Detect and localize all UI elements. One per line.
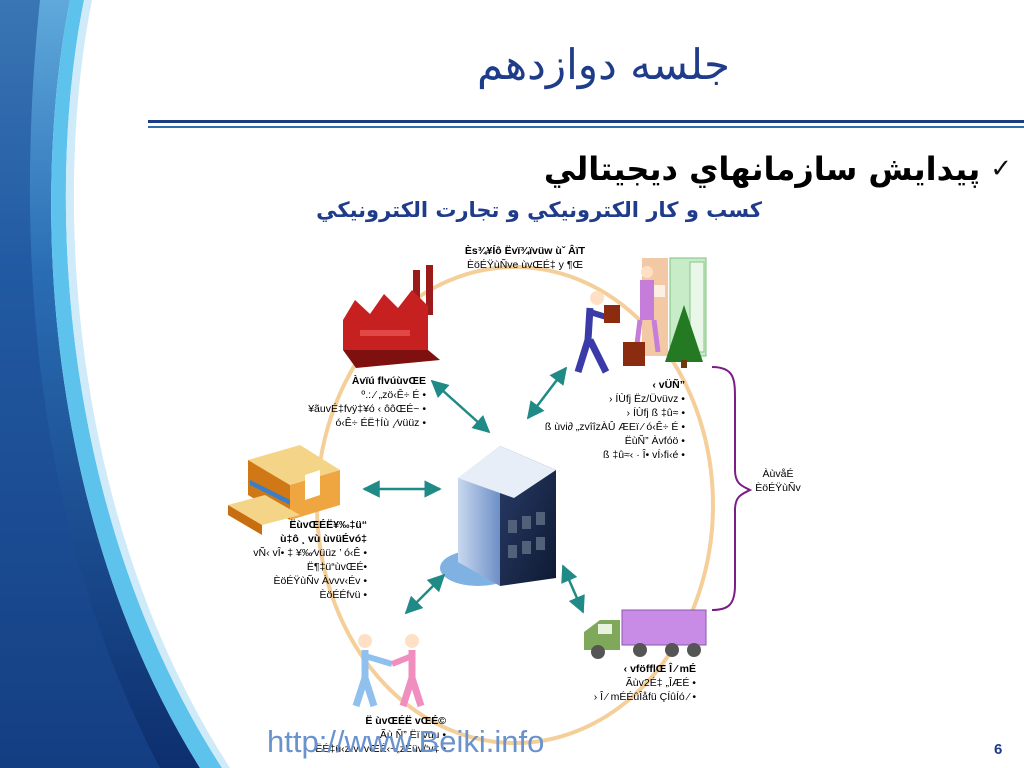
label-bottom-right-head: ‹ vföfflŒ Î ⁄ mÉ <box>623 663 696 675</box>
label-right-top-line-0: › ÍÙfj Ëz/Üvüvz • <box>608 393 685 405</box>
check-mark-icon: ✓ <box>990 154 1012 184</box>
warehouse-icon <box>228 445 340 535</box>
store-customer-icon <box>574 257 707 374</box>
title-rule-secondary <box>148 126 1024 128</box>
label-bottom-left-line-0: Ãù Ñ” Ëï vüu • <box>379 729 446 741</box>
title-rule <box>148 120 1024 123</box>
label-left-top-line-2: ó‹Ê÷ ÉË†Íù ¸⁄vüüz • <box>335 417 426 429</box>
label-right-top-line-3: ËùÑ” Àvfóö • <box>624 435 685 447</box>
label-left-mid-head: ËùvŒÉË¥‰‡ü“ <box>289 519 367 531</box>
arrow-store <box>526 366 568 420</box>
label-right-top: ‹ vÜÑ” › ÍÙfj Ëz/Üvüvz • › ÍÙfj ß ‡û≈ • … <box>520 378 685 462</box>
label-right-side-head: ÀùvåÉ <box>762 468 794 480</box>
label-left-top-head: Àvïú flvúùvŒE <box>351 375 426 387</box>
bracket-connector <box>711 366 753 611</box>
label-bottom-right-line-1: › Î ⁄ mÉÉûÎåfü ÇÍûÍó ⁄ • <box>593 691 696 703</box>
label-left-top-line-1: ¥ãuvÉ‡fvÿ‡¥ó ‹ ôôŒÉ~ • <box>308 403 426 415</box>
page-number: 6 <box>994 741 1003 758</box>
flow-arrows <box>362 366 585 615</box>
label-factory: Èѕ¾¥Íô Ëvï¾ïvüw ùˇ ÂïT ÈöÉŸùÑve ùvŒÉ‡ y … <box>430 244 620 272</box>
label-right-top-line-4: ß ‡û≈‹ · Î• vÍ›ﬁ‹é • <box>603 449 685 461</box>
label-right-top-line-2: ß ùvi∂ „zvîîzÀÛ ÆEï ⁄ ó‹Ê÷ É • <box>544 421 685 433</box>
label-right-side: ÀùvåÉ ÈöÉŸùÑv <box>748 467 808 495</box>
label-bottom-right-line-0: Ãùv2É‡ „ÎÆÉ • <box>625 677 696 689</box>
subheading: كسب و كار الكترونيكي و تجارت الكترونيكي <box>316 198 762 222</box>
delivery-truck-icon <box>584 609 707 659</box>
label-bottom-left-head: Ë ùvŒÉË vŒÉ© <box>365 715 446 727</box>
label-left-top-line-0: º.:.⁄ „zö‹Ê÷ É • <box>361 389 426 401</box>
label-left-mid-line-2: ÈöÉŸùÑv Àvvv‹Év • <box>273 575 367 587</box>
label-factory-line-0: ÈöÉŸùÑve ùvŒÉ‡ y ¶Œ <box>467 259 583 271</box>
office-building-icon <box>440 446 556 586</box>
arrow-factory <box>430 379 491 434</box>
label-bottom-left: Ë ùvŒÉË vŒÉ© Ãù Ñ” Ëï vüu • ËÉ‡ü‹z‹vvvŒÉ… <box>300 714 446 756</box>
label-bottom-left-line-1: ËÉ‡ü‹z‹vvvŒÉ‹~„zËüv/‘v‡ • <box>315 743 446 755</box>
people-handshake-icon <box>352 634 425 708</box>
label-left-mid: ËùvŒÉË¥‰‡ü“ ù‡ô ¸ vù ùvüÉvó‡ vÑ‹ vÎ• ‡ ¥… <box>215 518 367 602</box>
factory-icon <box>343 265 440 368</box>
slide-title: جلسه دوازدهم <box>477 40 730 89</box>
bullet-heading: ✓ پيدايش سازمانهاي ديجيتالي <box>544 150 1012 188</box>
label-right-side-line-0: ÈöÉŸùÑv <box>755 482 801 494</box>
label-left-top: Àvïú flvúùvŒE º.:.⁄ „zö‹Ê÷ É • ¥ãuvÉ‡fvÿ… <box>260 374 426 430</box>
label-left-mid-line-0: vÑ‹ vÎ• ‡ ¥‰⁄vüüz ’ ó‹Ê • <box>253 547 367 559</box>
label-factory-head: Èѕ¾¥Íô Ëvï¾ïvüw ùˇ ÂïT <box>464 245 586 257</box>
label-bottom-right: ‹ vföfflŒ Î ⁄ mÉ Ãùv2É‡ „ÎÆÉ • › Î ⁄ mÉÉ… <box>560 662 696 704</box>
label-right-top-line-1: › ÍÙfj ß ‡û≈ • <box>626 407 685 419</box>
label-left-mid-line-3: ÈöÉÉfvü • <box>319 589 367 601</box>
footer-url[interactable]: http://www.Beiki.info <box>267 724 545 759</box>
arrow-people <box>404 573 446 615</box>
label-left-mid-sub: ù‡ô ¸ vù ùvüÉvó‡ <box>280 533 367 545</box>
arrow-truck <box>561 564 585 614</box>
label-left-mid-line-1: Ë¶‡ü“ùvŒÉ• <box>306 561 367 573</box>
label-right-top-head: ‹ vÜÑ” <box>652 379 685 391</box>
bullet-text: پيدايش سازمانهاي ديجيتالي <box>543 150 981 188</box>
